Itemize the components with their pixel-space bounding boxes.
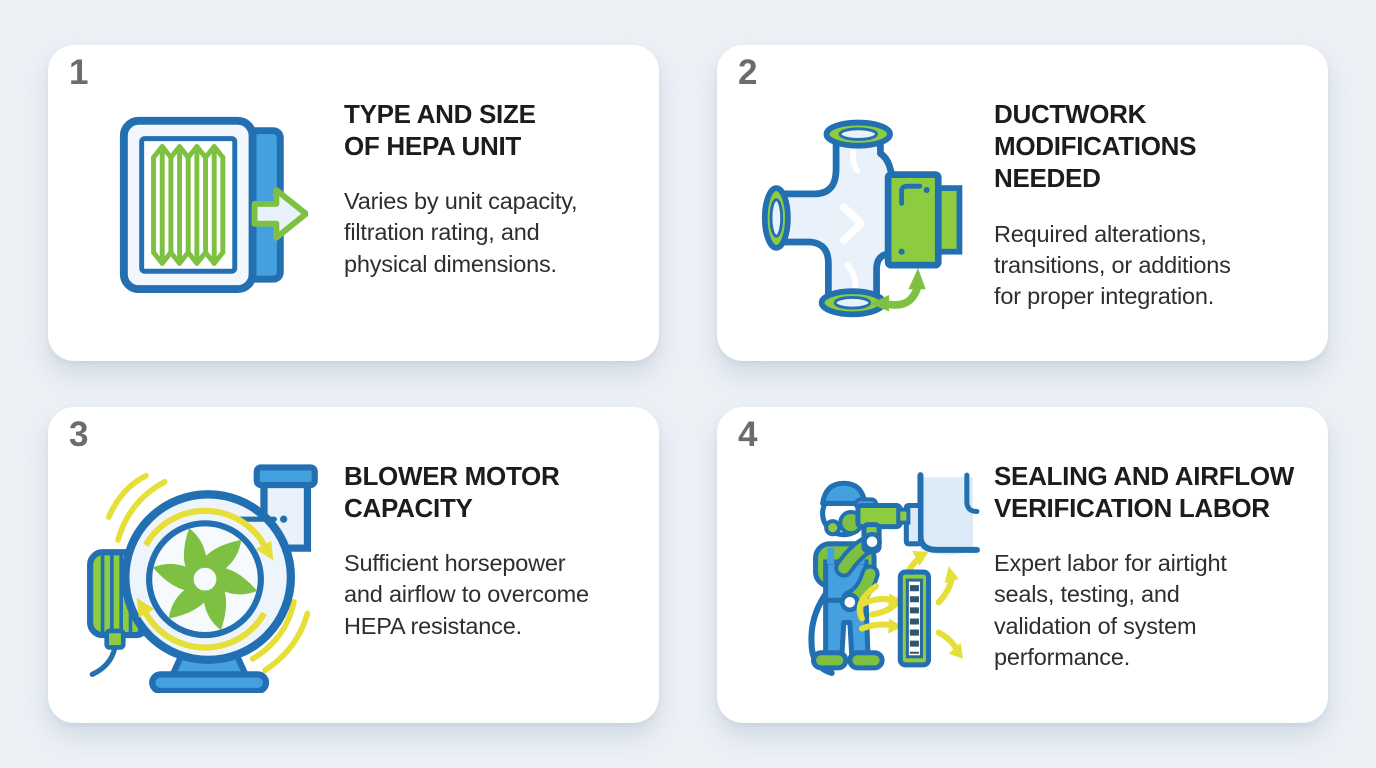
card-text: BLOWER MOTOR CAPACITY Sufficient horsepo… [344, 460, 656, 642]
card-description: Expert labor for airtight seals, testing… [994, 550, 1227, 670]
card-number: 1 [69, 53, 88, 92]
card-description: Required alterations, transitions, or ad… [994, 220, 1231, 309]
card-text: TYPE AND SIZE OF HEPA UNIT Varies by uni… [344, 98, 656, 280]
card-sealing-verification: 4 [717, 407, 1328, 723]
card-blower-motor: 3 [48, 407, 659, 723]
card-text: DUCTWORK MODIFICATIONS NEEDED Required a… [994, 98, 1316, 312]
card-number: 4 [738, 415, 757, 454]
card-title: DUCTWORK MODIFICATIONS NEEDED [994, 99, 1197, 194]
ductwork-icon-svg [761, 119, 963, 318]
blower-motor-icon-svg [87, 464, 318, 693]
card-description: Sufficient horsepower and airflow to ove… [344, 550, 589, 639]
card-hepa-type-size: 1 TYPE AND SIZE OF HEPA UNIT Varies by u… [48, 45, 659, 361]
card-text: SEALING AND AIRFLOW VERIFICATION LABOR E… [994, 460, 1316, 673]
card-ductwork-modifications: 2 DUCTWORK M [717, 45, 1328, 361]
card-title: BLOWER MOTOR CAPACITY [344, 461, 560, 524]
card-title: SEALING AND AIRFLOW VERIFICATION LABOR [994, 461, 1295, 524]
card-title: TYPE AND SIZE OF HEPA UNIT [344, 99, 536, 162]
ductwork-icon [759, 111, 971, 323]
card-number: 3 [69, 415, 88, 454]
hepa-filter-icon-svg [119, 116, 308, 294]
hepa-filter-icon [110, 101, 308, 299]
blower-motor-icon [86, 455, 324, 693]
card-description: Varies by unit capacity, filtration rati… [344, 188, 578, 277]
worker-sealing-icon-svg [808, 472, 980, 676]
worker-sealing-icon [751, 451, 983, 683]
card-number: 2 [738, 53, 757, 92]
